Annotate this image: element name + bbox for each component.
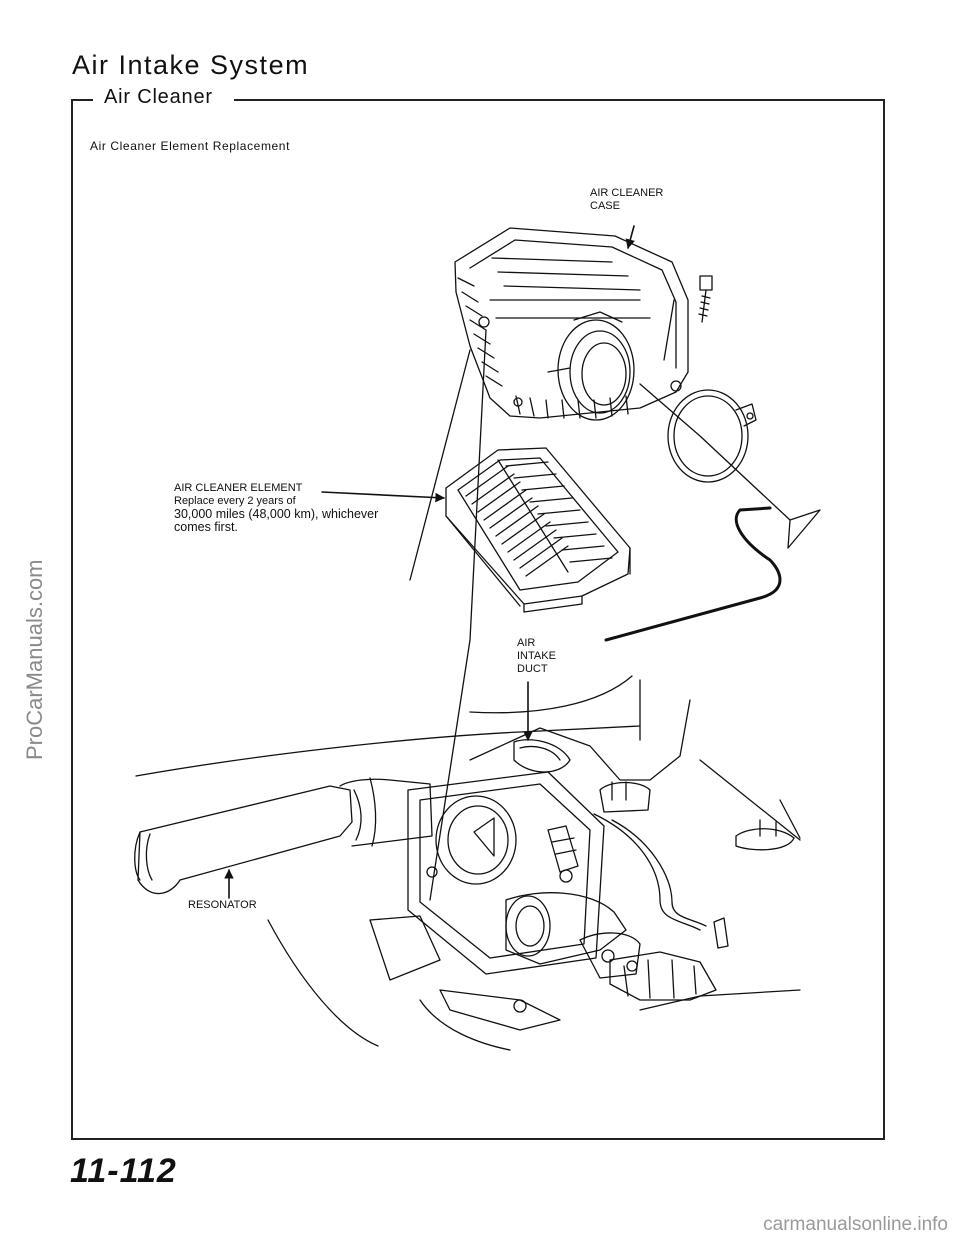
element-label-line-4: comes first. [174,520,238,534]
air-cleaner-case [454,227,689,421]
case-label-line-1: AIR CLEANER [590,187,664,199]
engine-bay-assembly [134,675,801,1051]
illustration-frame [71,100,885,1140]
subsection-title: Air Cleaner [104,86,213,108]
element-label-line-1: AIR CLEANER ELEMENT [174,482,303,494]
air-cleaner-element [445,447,631,613]
procedure-title: Air Cleaner Element Replacement [90,139,291,153]
element-label-line-2: Replace every 2 years of [174,495,296,507]
duct-label-line-1: AIR [517,637,536,649]
resonator-label: RESONATOR [188,899,257,911]
page-number: 11-112 [70,1152,177,1190]
frame-top-rule-right [234,99,885,101]
air-cleaner-case-label: AIR CLEANER CASE [590,187,663,213]
side-watermark: ProCarManuals.com [22,559,47,760]
duct-label-line-2: INTAKE [517,650,556,662]
mounting-bolt [698,275,713,323]
element-label-line-3: 30,000 miles (48,000 km), whichever [174,507,379,521]
air-cleaner-element-label: AIR CLEANER ELEMENT Replace every 2 year… [174,482,378,534]
case-label-line-2: CASE [590,200,620,212]
hose-clamp [667,389,757,483]
duct-label-line-3: DUCT [517,663,548,675]
bottom-watermark: carmanualsonline.info [763,1214,948,1235]
air-intake-duct-label: AIR INTAKE DUCT [517,637,556,676]
page-title: Air Intake System [72,50,310,80]
frame-top-rule-left [71,99,93,101]
wire-guide [604,506,782,642]
